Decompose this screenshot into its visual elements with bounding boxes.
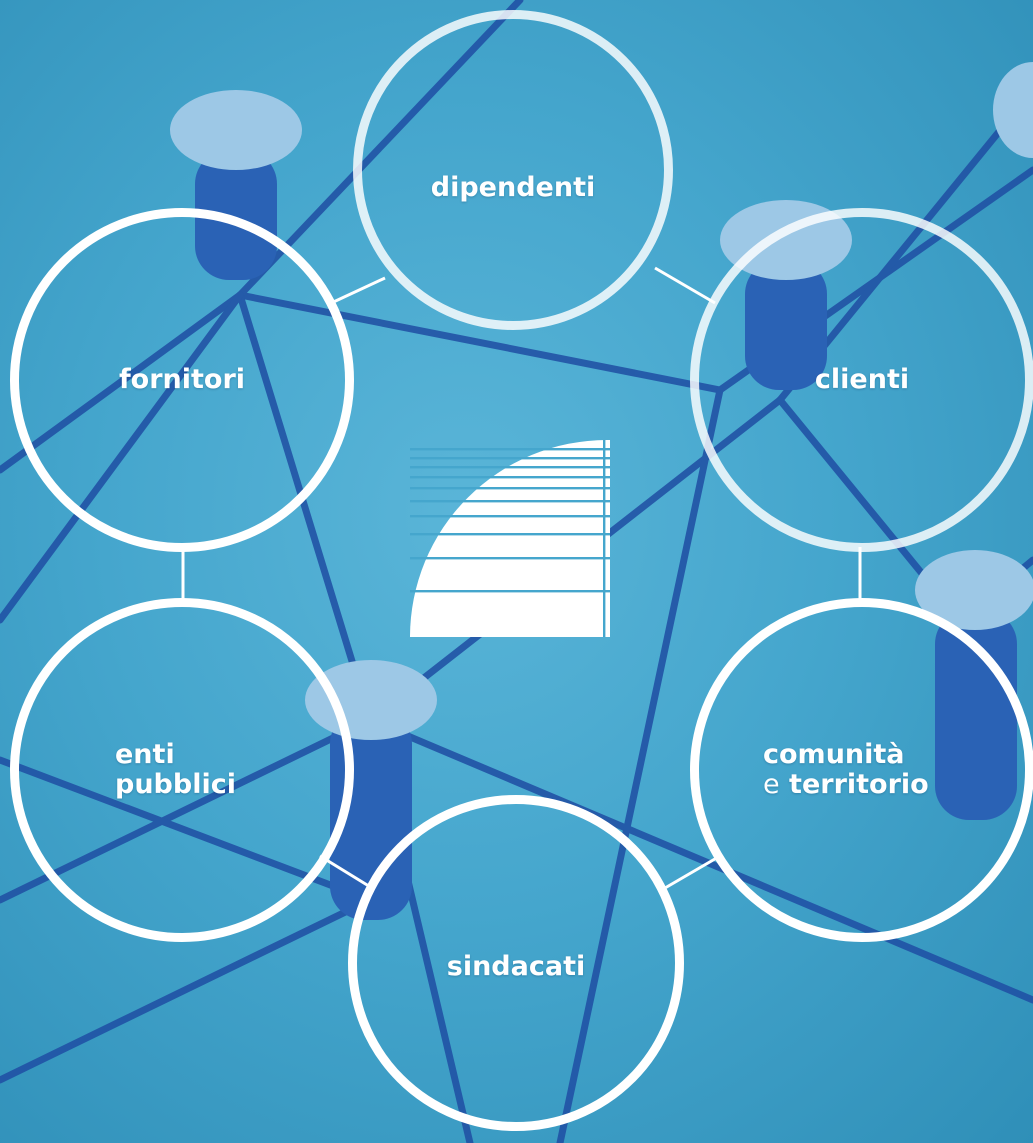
node-clienti: clienti [690, 208, 1033, 552]
node-clienti-label: clienti [814, 364, 910, 395]
node-fornitori: fornitori [10, 208, 354, 552]
comunita-conjunction: e [763, 769, 780, 800]
push-pin [993, 62, 1033, 158]
node-comunita-territorio: comunità e territorio [690, 598, 1033, 942]
node-enti-pubblici: enti pubblici [10, 598, 354, 942]
quarter-circle-stripes-logo [410, 440, 610, 637]
comunita-line2: territorio [789, 769, 929, 800]
node-dipendenti: dipendenti [353, 10, 673, 330]
node-dipendenti-label: dipendenti [430, 172, 596, 203]
enti-pubblici-line1: enti [115, 739, 175, 770]
enti-pubblici-line2: pubblici [115, 769, 236, 800]
node-enti-pubblici-label: enti pubblici [115, 740, 236, 800]
node-sindacati: sindacati [348, 795, 684, 1131]
node-sindacati-label: sindacati [446, 951, 586, 982]
node-fornitori-label: fornitori [118, 364, 246, 395]
node-comunita-label: comunità e territorio [763, 740, 929, 800]
connector-lines [181, 266, 862, 890]
comunita-line1: comunità [763, 739, 905, 770]
